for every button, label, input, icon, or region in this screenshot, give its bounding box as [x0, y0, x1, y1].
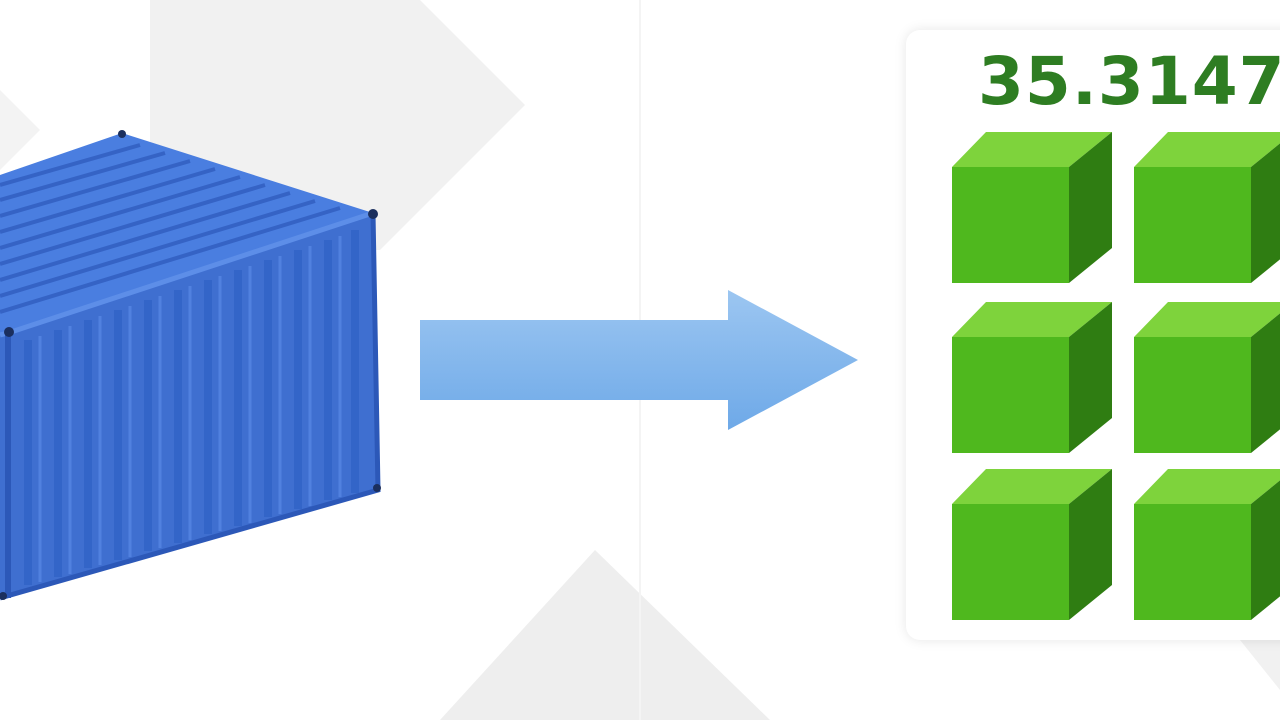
cube-icon	[952, 302, 1112, 453]
value-display: 35.3147	[978, 43, 1280, 120]
cube-icon	[1134, 469, 1280, 620]
cube-icon	[952, 132, 1112, 283]
cube-icon	[1134, 302, 1280, 453]
cube-icon	[952, 469, 1112, 620]
cube-icon	[1134, 132, 1280, 283]
shipping-container-icon	[0, 130, 381, 601]
arrow-right-icon	[420, 290, 858, 430]
